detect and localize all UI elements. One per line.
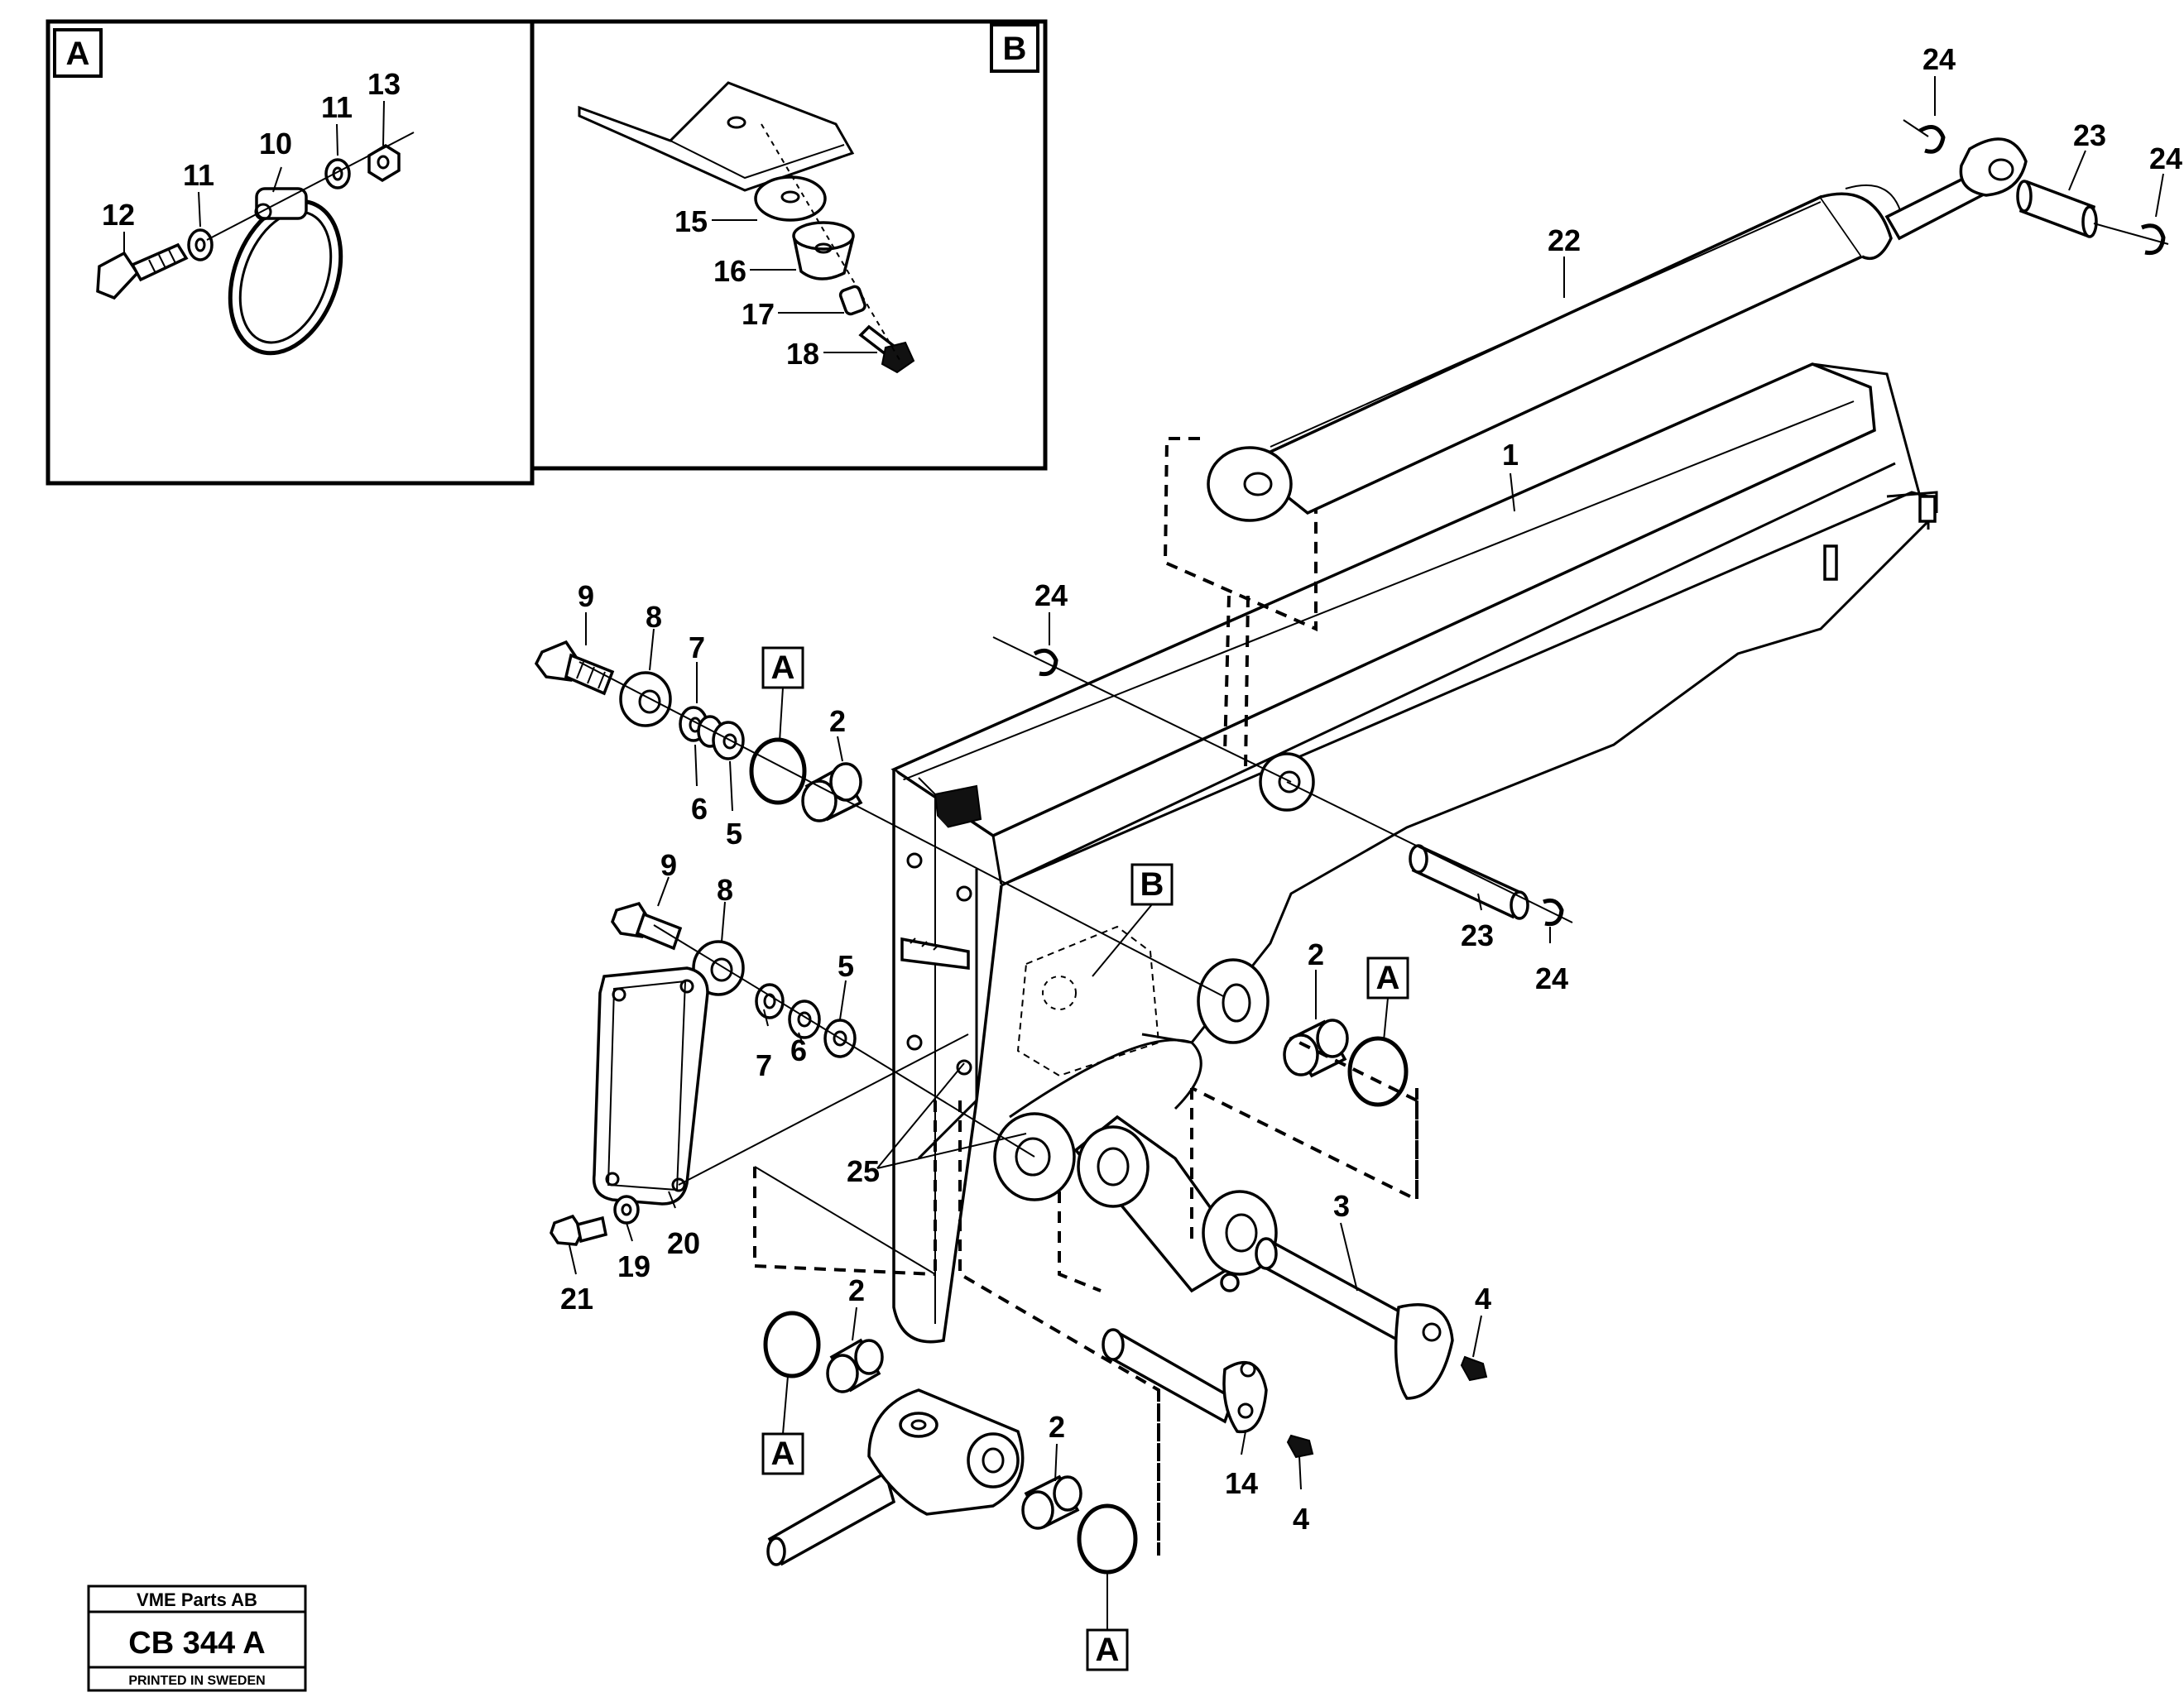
callout-1: 1 [1502, 438, 1519, 472]
callout-19: 19 [617, 1249, 650, 1283]
callout-11-left: 11 [183, 158, 214, 192]
callout-2-lower-left: 2 [848, 1273, 865, 1307]
callout-5-lower: 5 [838, 949, 854, 983]
title-block: VME Parts AB CB 344 A PRINTED IN SWEDEN [87, 1585, 307, 1692]
title-block-code: CB 344 A [128, 1626, 265, 1661]
inset-panel-b: B 15 16 17 18 [530, 19, 1048, 471]
pin-14-drawing [1102, 1328, 1314, 1459]
callout-13: 13 [367, 67, 401, 101]
callout-9-upper: 9 [578, 579, 594, 613]
callout-17: 17 [742, 297, 775, 331]
callout-2-right: 2 [1308, 937, 1324, 971]
svg-text:A: A [1376, 960, 1400, 996]
inset-a-label: A [66, 36, 90, 72]
ref-box-b: B [1092, 863, 1174, 977]
svg-text:A: A [1096, 1632, 1120, 1668]
callout-4-lower: 4 [1293, 1502, 1309, 1536]
callout-5-upper: 5 [726, 817, 742, 851]
inset-panel-a: A 10 11 11 12 13 [46, 19, 535, 486]
callout-3: 3 [1333, 1189, 1350, 1223]
callout-2-upper: 2 [829, 704, 846, 738]
callout-14: 14 [1225, 1466, 1258, 1500]
callout-8-lower: 8 [717, 873, 733, 907]
hose-clamp-drawing [228, 187, 343, 356]
ref-box-a-right: A [1366, 956, 1409, 1042]
callout-leaders [569, 76, 2164, 1490]
hardware-group-right [992, 636, 1573, 1107]
svg-text:A: A [771, 1436, 795, 1472]
lower-cylinder-drawing [766, 1388, 1025, 1566]
ref-box-a-bottom: A [1086, 1572, 1129, 1671]
title-block-company: VME Parts AB [137, 1589, 257, 1610]
inset-b-label: B [1003, 31, 1027, 67]
hardware-group-bottom [763, 1311, 1138, 1575]
callout-25: 25 [847, 1154, 880, 1188]
cover-plate-drawing [550, 966, 969, 1246]
hydraulic-cylinder-drawing [1207, 119, 2169, 522]
dashed-assembly-lines [753, 437, 1418, 1556]
callout-7-upper: 7 [689, 630, 705, 664]
callout-2-bottom: 2 [1049, 1410, 1065, 1444]
callout-24-top-right: 24 [2149, 141, 2182, 175]
link-arm-drawing [1073, 1115, 1278, 1293]
pin-3-drawing [1255, 1237, 1488, 1400]
callout-23-lower: 23 [1461, 918, 1494, 952]
svg-text:A: A [771, 650, 795, 686]
callout-6-upper: 6 [691, 792, 708, 826]
callout-20: 20 [667, 1226, 700, 1260]
bolt-drawing [96, 242, 189, 300]
callout-15: 15 [674, 204, 708, 238]
callout-24-lower: 24 [1535, 961, 1568, 995]
callout-7-lower: 7 [756, 1048, 772, 1082]
ref-box-a-top: A [761, 646, 804, 742]
callout-4-upper: 4 [1475, 1282, 1491, 1316]
callout-22: 22 [1548, 223, 1581, 257]
callout-16: 16 [713, 254, 746, 288]
callout-24-top-left: 24 [1922, 42, 1956, 76]
callout-21: 21 [560, 1282, 593, 1316]
callout-9-lower: 9 [660, 848, 677, 882]
callout-8-upper: 8 [646, 600, 662, 634]
callout-11-right: 11 [321, 90, 353, 124]
svg-text:B: B [1140, 866, 1164, 903]
callout-24-middle: 24 [1034, 578, 1068, 612]
ref-box-a-lower-left: A [761, 1375, 804, 1475]
title-block-printed: PRINTED IN SWEDEN [128, 1674, 265, 1688]
hardware-group-upper [534, 640, 1226, 998]
callout-12: 12 [102, 198, 135, 232]
callout-23-top: 23 [2073, 118, 2106, 152]
callout-6-lower: 6 [790, 1033, 807, 1067]
callout-10: 10 [259, 127, 292, 161]
callout-18: 18 [786, 337, 819, 371]
